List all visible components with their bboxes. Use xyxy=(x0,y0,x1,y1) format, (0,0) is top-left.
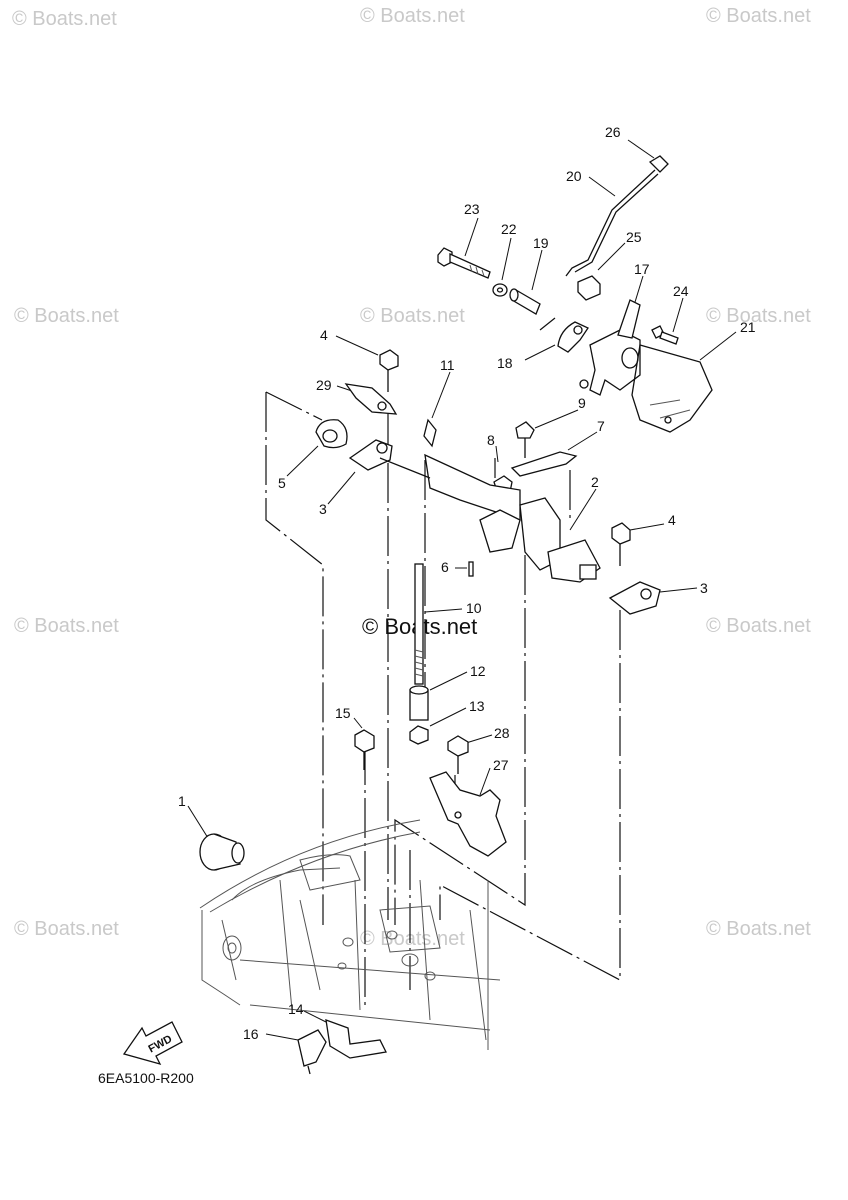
watermark: © Boats.net xyxy=(360,928,465,950)
watermark-layer: © Boats.net © Boats.net © Boats.net © Bo… xyxy=(12,5,811,950)
lower-cowling xyxy=(199,819,501,1050)
part-2-shift-shaft xyxy=(379,453,601,583)
fwd-arrow-icon: FWD xyxy=(122,1021,183,1066)
callout-label: 28 xyxy=(494,725,510,741)
callout-label: 10 xyxy=(466,600,482,616)
assembly-lines xyxy=(265,317,621,1010)
part-12-collar xyxy=(409,685,429,721)
callout-label: 22 xyxy=(501,221,517,237)
callout-label: 3 xyxy=(700,580,708,596)
part-28-bolt xyxy=(447,735,469,774)
callout-label: 2 xyxy=(591,474,599,490)
callout-label: 11 xyxy=(440,357,455,373)
part-17-lever xyxy=(579,299,641,396)
part-25-joint xyxy=(577,275,601,301)
part-22-washer xyxy=(492,283,508,297)
part-1-grommet xyxy=(199,833,245,871)
callout-label: 5 xyxy=(278,475,286,491)
watermark: © Boats.net xyxy=(360,305,465,327)
part-26-cap xyxy=(648,155,669,173)
watermark: © Boats.net xyxy=(706,305,811,327)
watermark: © Boats.net xyxy=(360,5,465,27)
part-13-nut xyxy=(409,725,429,745)
watermark: © Boats.net xyxy=(14,918,119,940)
callout-label: 29 xyxy=(316,377,332,393)
callout-label: 13 xyxy=(469,698,485,714)
callout-label: 15 xyxy=(335,705,351,721)
watermark: © Boats.net xyxy=(706,918,811,940)
part-20-link-rod xyxy=(565,169,659,277)
callout-label: 4 xyxy=(668,512,676,528)
callout-label: 6 xyxy=(441,559,449,575)
callout-label: 3 xyxy=(319,501,327,517)
watermark: © Boats.net xyxy=(12,8,117,30)
callout-label: 7 xyxy=(597,418,605,434)
callout-label: 16 xyxy=(243,1026,259,1042)
callout-label: 1 xyxy=(178,793,186,809)
part-21-bracket xyxy=(631,344,713,433)
part-16-clip xyxy=(297,1029,327,1075)
part-18-clip xyxy=(557,321,589,353)
callout-label: 8 xyxy=(487,432,495,448)
part-23-bolt xyxy=(437,247,491,279)
callout-layer: 26 20 23 22 19 25 17 24 21 18 4 11 29 9 … xyxy=(178,124,756,1042)
leader-lines xyxy=(187,139,737,1041)
callout-label: 27 xyxy=(493,757,509,773)
part-10-rod xyxy=(414,563,424,685)
part-4-bolt xyxy=(611,522,631,566)
part-29-clamp xyxy=(344,383,398,415)
part-3-holder xyxy=(348,439,393,471)
callout-label: 24 xyxy=(673,283,689,299)
part-24-screw xyxy=(651,325,679,345)
part-3-holder xyxy=(608,581,661,615)
callout-label: 20 xyxy=(566,168,582,184)
callout-label: 14 xyxy=(288,1001,304,1017)
part-27-bracket xyxy=(429,771,507,857)
callout-label: 25 xyxy=(626,229,642,245)
callout-label: 18 xyxy=(497,355,513,371)
part-4-bolt xyxy=(379,349,399,392)
part-7-plate xyxy=(510,451,578,477)
part-11-pin xyxy=(423,418,437,448)
callout-label: 4 xyxy=(320,327,328,343)
diagram-code: 6EA5100-R200 xyxy=(98,1070,194,1086)
watermark: © Boats.net xyxy=(706,615,811,637)
callout-label: 26 xyxy=(605,124,621,140)
callout-label: 21 xyxy=(740,319,756,335)
callout-label: 12 xyxy=(470,663,486,679)
callout-label: 19 xyxy=(533,235,549,251)
part-5-sleeve xyxy=(315,419,348,449)
parts xyxy=(199,155,713,1075)
part-6-pin xyxy=(468,561,474,577)
callout-label: 9 xyxy=(578,395,586,411)
callout-label: 17 xyxy=(634,261,650,277)
callout-label: 23 xyxy=(464,201,480,217)
part-15-bolt xyxy=(354,729,375,770)
watermark: © Boats.net xyxy=(14,305,119,327)
part-14-bracket xyxy=(325,1019,387,1059)
watermark: © Boats.net xyxy=(706,5,811,27)
part-9-screw xyxy=(515,421,535,458)
part-19-collar xyxy=(509,288,541,315)
watermark: © Boats.net xyxy=(14,615,119,637)
